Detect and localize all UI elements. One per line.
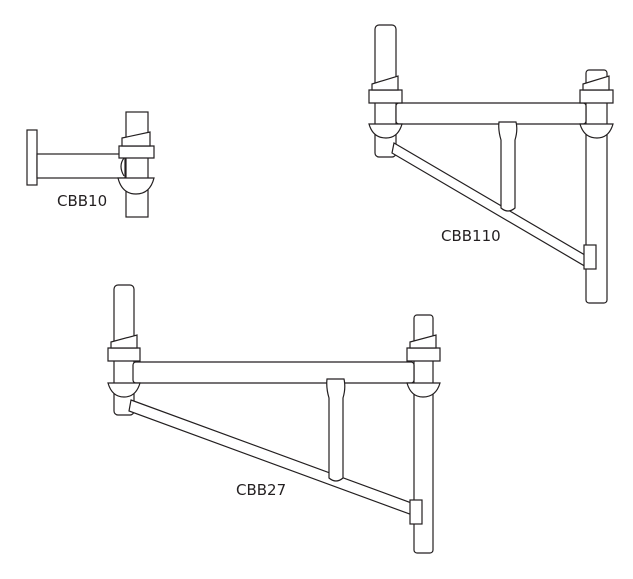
cbb27-label: CBB27 xyxy=(236,481,287,499)
cbb27-bracket xyxy=(107,284,441,554)
cbb110-bracket xyxy=(368,24,614,304)
cbb110-label: CBB110 xyxy=(441,227,501,245)
cbb10-bracket xyxy=(26,111,155,218)
cbb10-label: CBB10 xyxy=(57,192,108,210)
